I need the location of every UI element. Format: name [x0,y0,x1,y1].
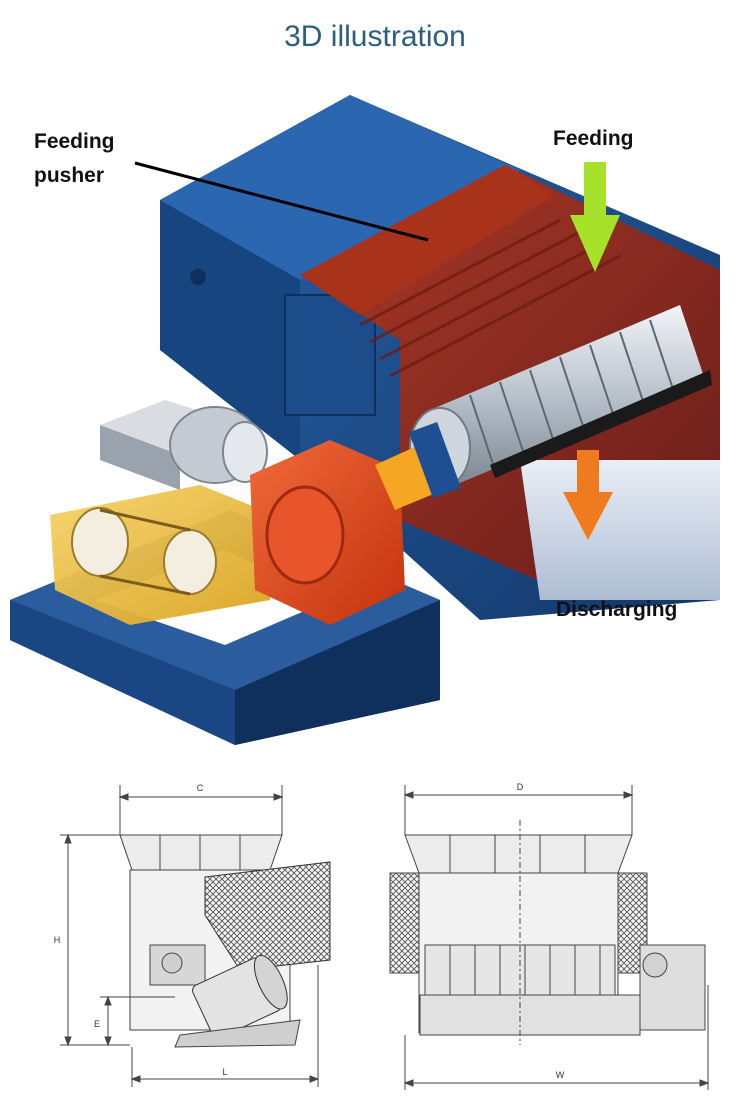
side-view-drawing [60,785,331,1087]
feeding-pusher-leader-line [134,161,429,242]
gearbox [250,421,462,625]
belt-guard [50,485,275,625]
electric-motor [100,400,268,490]
feeding-pusher-label: Feeding pusher [34,125,115,192]
feeding-pusher-label-line2: pusher [34,163,105,187]
dimension-d-label: D [517,782,524,792]
discharging-label: Discharging [556,598,678,621]
dimension-drawings: C H E L [0,765,750,1104]
shredder-3d-svg [10,95,720,745]
front-view-drawing [389,785,710,1090]
dimension-l-label: L [222,1067,227,1077]
dimension-e-label: E [94,1019,100,1029]
dimension-drawings-svg: C H E L [54,782,710,1090]
dimension-h-label: H [54,935,61,945]
shredder-3d-illustration: Feeding pusher Feeding Discharging [0,80,750,760]
feeding-arrow [570,162,620,272]
feeding-label: Feeding [553,127,634,150]
dimension-c-label: C [197,783,204,793]
dimension-w-label: W [556,1070,565,1080]
feeding-pusher-label-line1: Feeding [34,130,115,153]
page-title: 3D illustration [284,20,466,53]
discharging-arrow [563,450,613,540]
